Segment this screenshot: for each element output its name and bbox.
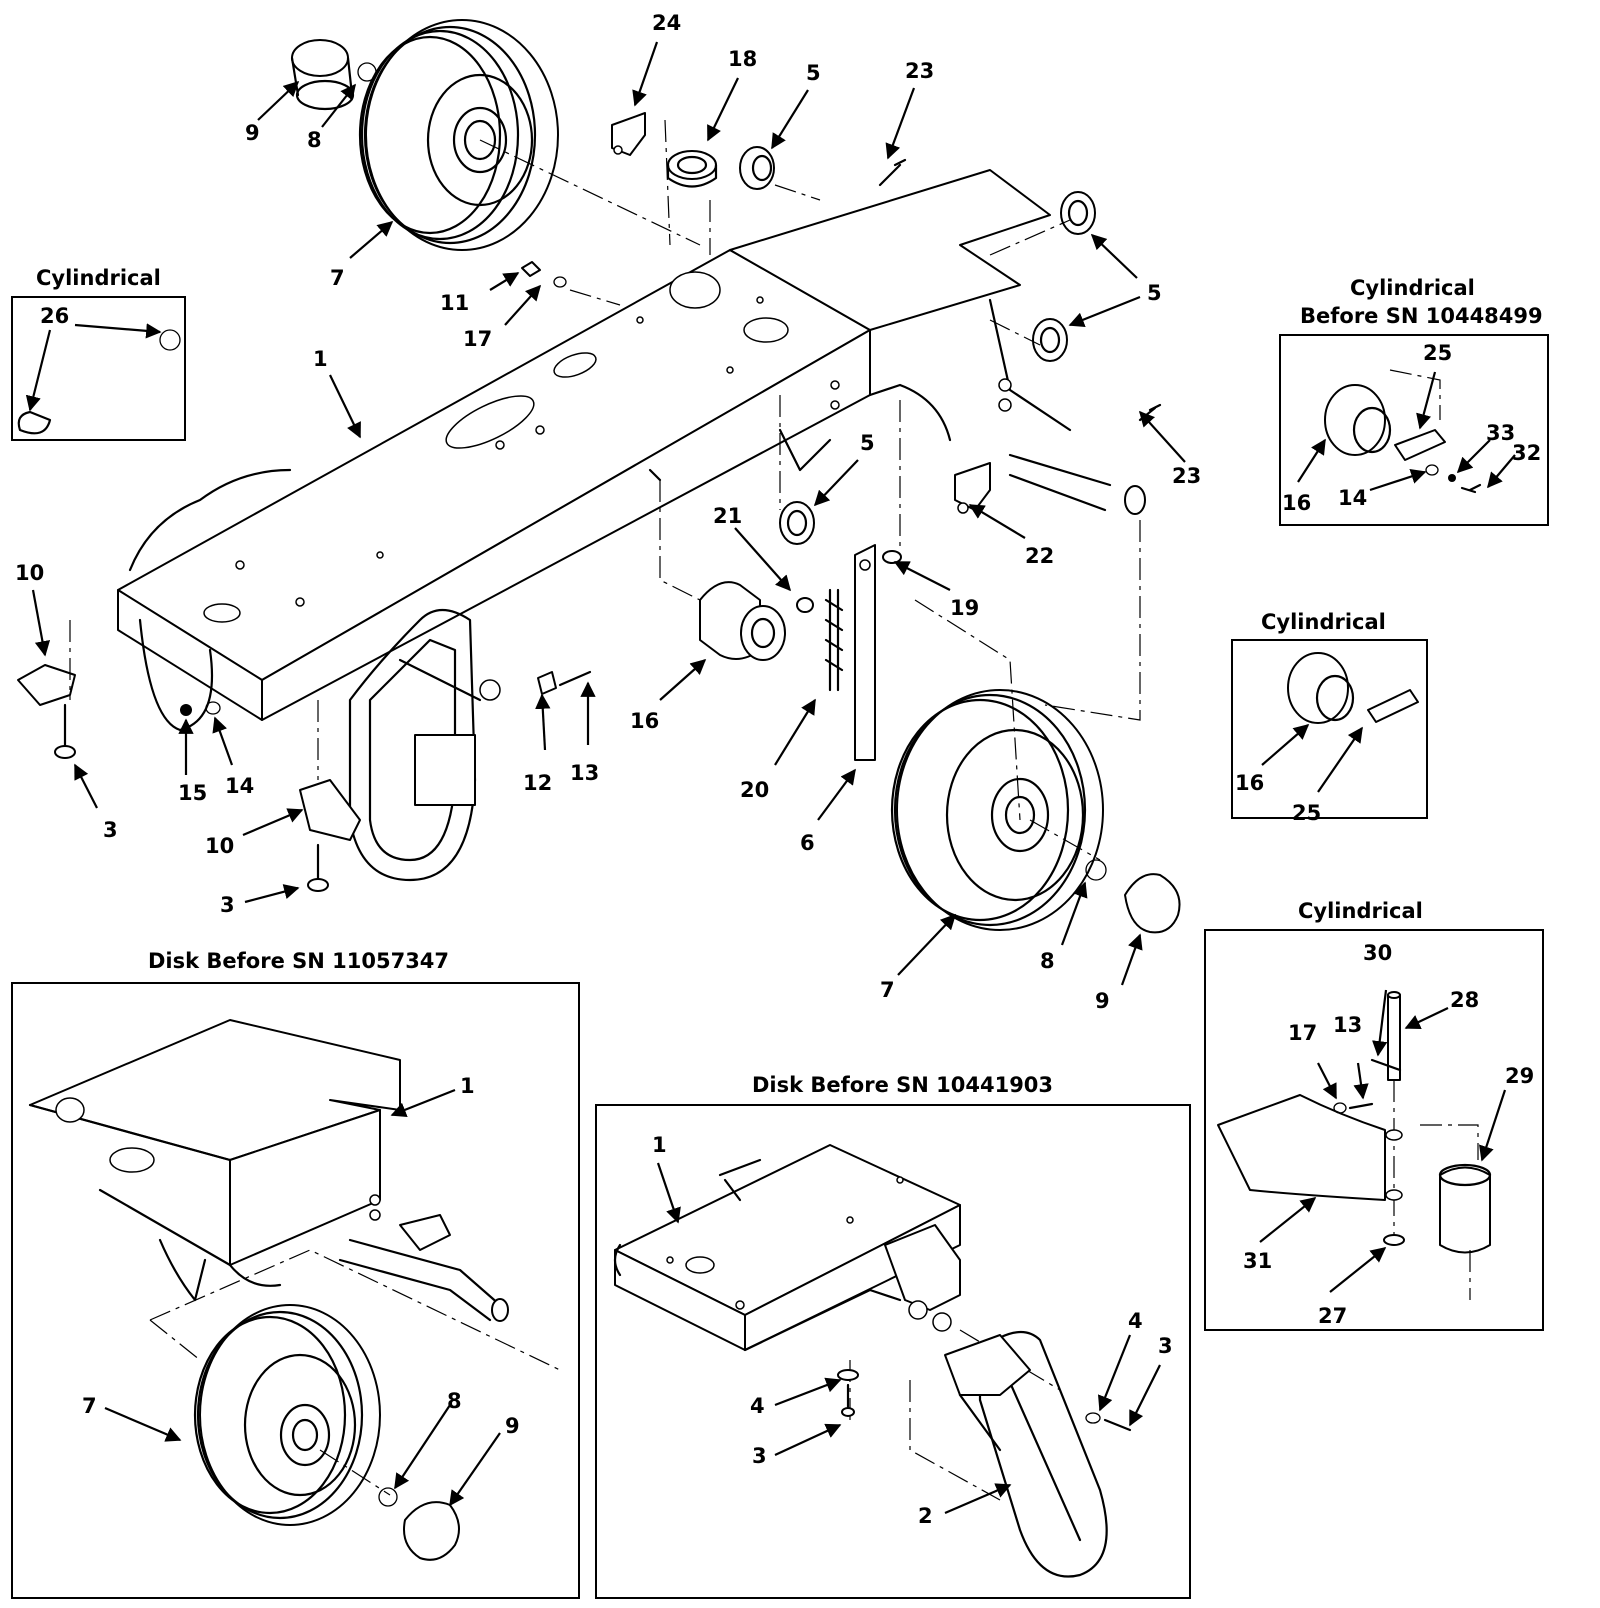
inset-cylindrical-before-sn-10448499: Cylindrical Before SN 10448499 25 16 14 …	[1279, 276, 1549, 526]
bracket-part-22	[954, 462, 991, 514]
callout-13b: 13	[1333, 1013, 1362, 1037]
axle-right	[1008, 453, 1146, 515]
callout-3a: 3	[103, 818, 118, 842]
callout-1c: 1	[652, 1133, 667, 1157]
callout-16b: 16	[1235, 771, 1264, 795]
callout-4a: 4	[1128, 1309, 1143, 1333]
hub-cap-top	[290, 39, 377, 111]
callout-31: 31	[1243, 1249, 1272, 1273]
chain-part-20	[824, 588, 844, 692]
callout-6: 6	[800, 831, 815, 855]
inset-title: Disk Before SN 11057347	[148, 949, 449, 973]
handle-bar	[348, 608, 501, 882]
frame-part-1	[117, 169, 1072, 732]
callout-23a: 23	[905, 59, 934, 83]
main-callouts: 9 8 7 24 18 5 23 5 11 17 1 23 5 22 19 21…	[15, 11, 1201, 1013]
inset-title-line1: Cylindrical	[1350, 276, 1475, 300]
callout-1: 1	[313, 347, 328, 371]
callout-10b: 10	[205, 834, 234, 858]
callout-7b: 7	[880, 978, 895, 1002]
inset-disk-before-sn-11057347: Disk Before SN 11057347 1 7 8 9	[11, 949, 580, 1599]
callout-17b: 17	[1288, 1021, 1317, 1045]
inset-title: Cylindrical	[1261, 610, 1386, 634]
callout-17: 17	[463, 327, 492, 351]
callout-23b: 23	[1172, 464, 1201, 488]
inset-cylindrical-top-left: Cylindrical 26	[11, 266, 186, 441]
callout-8: 8	[307, 128, 322, 152]
inset-title-line2: Before SN 10448499	[1300, 304, 1543, 328]
callout-16a: 16	[1282, 491, 1311, 515]
callout-21: 21	[713, 504, 742, 528]
hardware-small	[17, 158, 1162, 892]
main-leaders	[31, 41, 1186, 986]
wheel-bottom	[890, 689, 1181, 934]
inset-title: Cylindrical	[1298, 899, 1423, 923]
callout-1b: 1	[460, 1074, 475, 1098]
callout-5b: 5	[1147, 281, 1162, 305]
callout-2: 2	[918, 1504, 933, 1528]
callout-26: 26	[40, 304, 69, 328]
inset-cylindrical-mid-right: Cylindrical 16 25	[1231, 610, 1428, 825]
callout-25b: 25	[1292, 801, 1321, 825]
callout-30: 30	[1363, 941, 1392, 965]
callout-32: 32	[1512, 441, 1541, 465]
callout-20: 20	[740, 778, 769, 802]
callout-33: 33	[1486, 421, 1515, 445]
callout-14a: 14	[1338, 486, 1367, 510]
callout-28: 28	[1450, 988, 1479, 1012]
callout-24: 24	[652, 11, 681, 35]
wheel-top	[358, 19, 559, 251]
bracket-part-24	[611, 112, 646, 156]
callout-11: 11	[440, 291, 469, 315]
callout-5a: 5	[806, 61, 821, 85]
callout-19: 19	[950, 596, 979, 620]
callout-12: 12	[523, 771, 552, 795]
main-exploded-view	[17, 19, 1181, 934]
callout-25a: 25	[1423, 341, 1452, 365]
callout-10a: 10	[15, 561, 44, 585]
caster-part-16	[699, 581, 786, 661]
callout-7c: 7	[82, 1394, 97, 1418]
callout-13: 13	[570, 761, 599, 785]
callout-3b: 3	[220, 893, 235, 917]
callout-3c: 3	[1158, 1334, 1173, 1358]
callout-9b: 9	[1095, 989, 1110, 1013]
callout-9c: 9	[505, 1414, 520, 1438]
callout-22: 22	[1025, 544, 1054, 568]
center-lines	[69, 119, 1141, 861]
callout-18: 18	[728, 47, 757, 71]
callout-9: 9	[245, 121, 260, 145]
strap-part-6	[854, 544, 902, 761]
seal-part-18	[666, 150, 718, 188]
callout-27: 27	[1318, 1304, 1347, 1328]
callout-8c: 8	[447, 1389, 462, 1413]
bearings-part-5	[739, 146, 1096, 545]
inset-disk-before-sn-10441903: Disk Before SN 10441903 1 4	[595, 1073, 1191, 1599]
inset-title: Disk Before SN 10441903	[752, 1073, 1053, 1097]
callout-8b: 8	[1040, 949, 1055, 973]
callout-5c: 5	[860, 431, 875, 455]
callout-4b: 4	[750, 1394, 765, 1418]
callout-29: 29	[1505, 1064, 1534, 1088]
inset-cylindrical-bottom-right: Cylindrical 30 28 17 13 29 31 27	[1204, 899, 1544, 1331]
callout-7: 7	[330, 266, 345, 290]
callout-16: 16	[630, 709, 659, 733]
callout-14: 14	[225, 774, 254, 798]
inset-title: Cylindrical	[36, 266, 161, 290]
callout-3d: 3	[752, 1444, 767, 1468]
callout-15: 15	[178, 781, 207, 805]
